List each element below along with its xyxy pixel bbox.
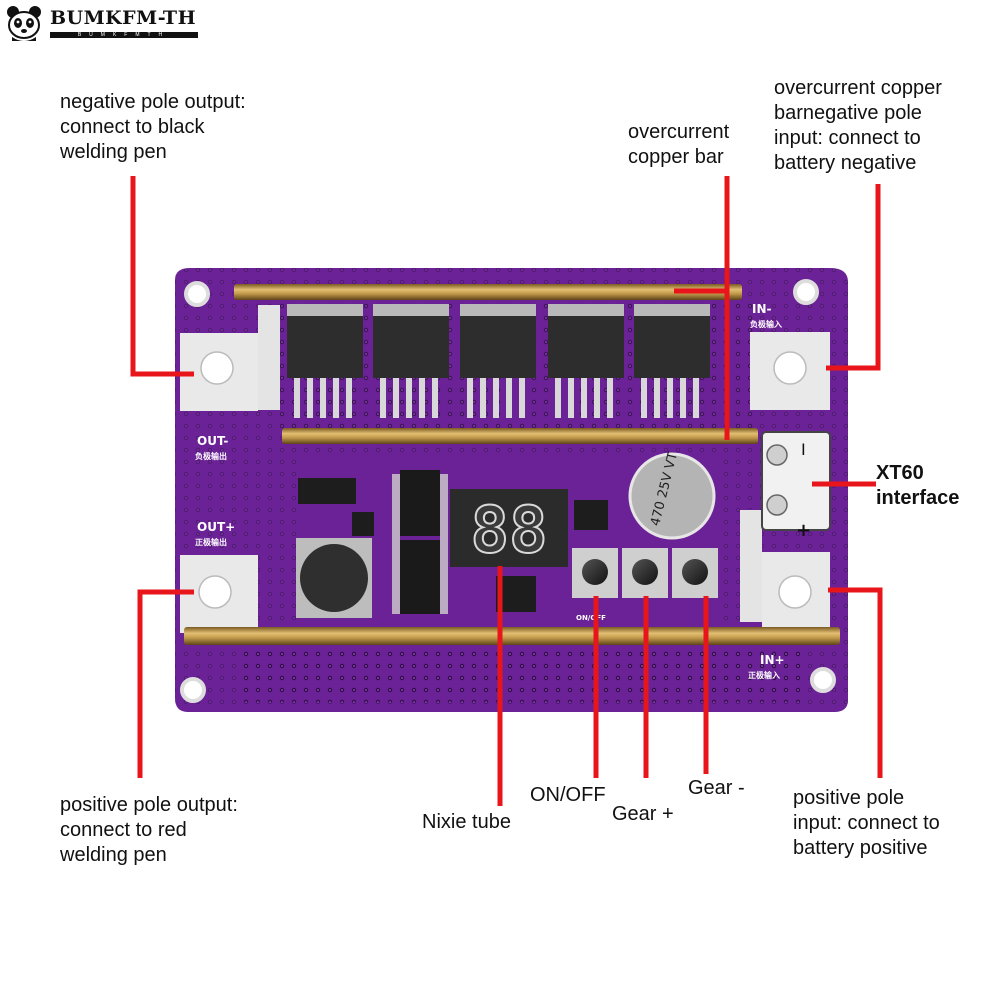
brand-subtitle: BUMKFMTH bbox=[50, 32, 198, 38]
leader-lines bbox=[130, 176, 883, 806]
mosfet bbox=[460, 304, 536, 418]
label-gear-plus: Gear + bbox=[612, 803, 674, 825]
silk-in-negative-cn: 负极输入 bbox=[750, 319, 782, 329]
driver-ic bbox=[392, 470, 448, 614]
mosfet bbox=[548, 304, 624, 418]
leader-negative-input bbox=[826, 184, 881, 371]
label-xt60: XT60 interface bbox=[876, 462, 960, 509]
mosfet bbox=[634, 304, 710, 418]
xt60-plus-mark: + bbox=[796, 520, 811, 541]
silk-onoff: ON/OFF bbox=[576, 614, 606, 622]
pad-out-negative bbox=[180, 305, 280, 411]
silk-out-positive-cn: 正极输出 bbox=[195, 537, 227, 547]
nixie-display: 88 bbox=[450, 489, 568, 569]
copper-bar-bottom bbox=[184, 627, 840, 645]
mosfet bbox=[373, 304, 449, 418]
display-digits: 88 bbox=[470, 494, 547, 568]
silk-in-positive-cn: 正极输入 bbox=[748, 670, 780, 680]
silk-out-negative-cn: 负极输出 bbox=[195, 451, 227, 461]
leader-positive-output bbox=[137, 589, 194, 778]
leader-negative-output bbox=[130, 176, 194, 377]
capacitor: 470 25V VT bbox=[574, 451, 716, 540]
mosfet-row bbox=[287, 304, 710, 418]
label-negative-output: negative pole output: connect to black w… bbox=[60, 91, 246, 163]
pad-in-negative bbox=[750, 332, 830, 410]
label-positive-input: positive pole input: connect to battery … bbox=[793, 787, 940, 859]
brand-logo: BUMKFM-TH BUMKFMTH bbox=[4, 3, 204, 43]
ic-chip bbox=[298, 478, 356, 504]
label-nixie-tube: Nixie tube bbox=[422, 811, 511, 833]
leader-positive-input bbox=[828, 587, 883, 778]
label-gear-minus: Gear - bbox=[688, 777, 745, 799]
gear-plus-switch[interactable] bbox=[622, 548, 668, 598]
gear-minus-switch[interactable] bbox=[672, 548, 718, 598]
onoff-switch[interactable] bbox=[572, 548, 618, 598]
silk-in-negative: IN- bbox=[752, 302, 772, 316]
brand-name: BUMKFM-TH bbox=[50, 7, 197, 29]
silk-in-positive: IN+ bbox=[760, 653, 785, 667]
inductor bbox=[296, 538, 372, 618]
xt60-minus-mark: I bbox=[801, 440, 806, 459]
label-positive-output: positive pole output: connect to red wel… bbox=[60, 794, 238, 866]
copper-bar-top bbox=[234, 284, 742, 300]
label-overcurrent-bar: overcurrent copper bar bbox=[628, 121, 730, 168]
copper-bar-middle bbox=[282, 428, 758, 444]
transistor bbox=[352, 512, 374, 536]
xt60-connector: I + bbox=[761, 431, 831, 541]
mosfet bbox=[287, 304, 363, 418]
silk-out-positive: OUT+ bbox=[197, 520, 235, 534]
mounting-holes bbox=[180, 279, 836, 703]
pad-in-positive bbox=[740, 510, 830, 630]
silk-out-negative: OUT- bbox=[197, 434, 228, 448]
label-onoff: ON/OFF bbox=[530, 784, 606, 806]
panda-icon bbox=[7, 6, 41, 41]
label-overcurrent-negative-input: overcurrent copper barnegative pole inpu… bbox=[774, 77, 942, 174]
mcu-chip bbox=[496, 576, 536, 612]
